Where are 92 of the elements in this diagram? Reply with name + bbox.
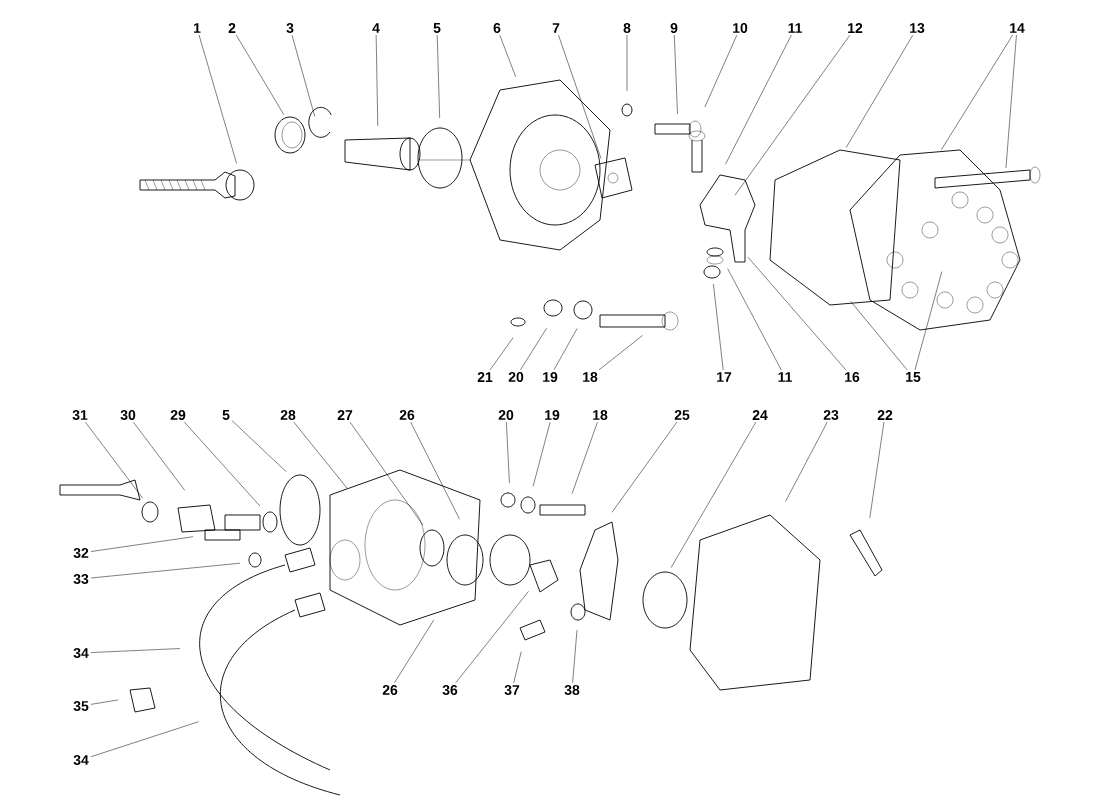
leader-line xyxy=(850,301,908,371)
callout-number: 36 xyxy=(442,685,458,695)
leader-line xyxy=(869,421,885,519)
callout-number: 24 xyxy=(752,410,768,420)
callout-number: 26 xyxy=(399,410,415,420)
leader-line xyxy=(506,421,510,484)
leader-line xyxy=(184,421,261,507)
callout-number: 27 xyxy=(337,410,353,420)
callout-number: 11 xyxy=(778,372,792,382)
callout-number: 2 xyxy=(228,23,236,33)
leader-line xyxy=(90,536,194,552)
leader-line xyxy=(410,421,460,520)
callout-number: 23 xyxy=(823,410,839,420)
leader-line xyxy=(90,699,119,705)
leader-line xyxy=(85,421,144,499)
callout-number: 34 xyxy=(73,755,89,765)
callout-number: 19 xyxy=(543,372,558,382)
callout-number: 15 xyxy=(906,372,921,382)
callout-number: 20 xyxy=(508,372,524,382)
callout-number: 30 xyxy=(120,410,136,420)
leader-line xyxy=(727,268,782,371)
leader-line xyxy=(572,629,578,684)
callout-number: 11 xyxy=(788,23,802,33)
leader-line xyxy=(489,337,514,371)
leader-line xyxy=(375,34,379,127)
callout-number: 6 xyxy=(493,23,501,33)
callout-number: 18 xyxy=(583,372,598,382)
leader-line xyxy=(611,421,678,513)
callout-number: 28 xyxy=(280,410,296,420)
callout-number: 26 xyxy=(382,685,398,695)
callout-number: 19 xyxy=(545,410,560,420)
leader-line xyxy=(90,648,181,653)
leader-line xyxy=(626,34,628,92)
leader-line xyxy=(941,34,1013,151)
callout-number: 22 xyxy=(877,410,893,420)
callout-number: 33 xyxy=(73,574,89,584)
leader-line xyxy=(293,421,348,489)
leader-line xyxy=(785,421,828,502)
callout-number: 37 xyxy=(504,685,520,695)
leader-line xyxy=(725,34,792,165)
callout-number: 32 xyxy=(73,548,89,558)
callout-number: 7 xyxy=(552,23,560,33)
leader-line xyxy=(553,328,578,371)
leader-line xyxy=(598,335,643,371)
callout-number: 35 xyxy=(73,701,89,711)
leader-line xyxy=(747,256,847,371)
leader-line xyxy=(133,421,186,491)
callout-number: 14 xyxy=(1010,23,1025,33)
callout-number: 34 xyxy=(73,648,89,658)
callout-number: 3 xyxy=(286,23,294,33)
callout-number: 5 xyxy=(433,23,441,33)
leader-line xyxy=(90,721,199,757)
callout-number: 17 xyxy=(717,372,732,382)
callout-number: 29 xyxy=(170,410,186,420)
callout-number: 38 xyxy=(564,685,580,695)
callout-number: 20 xyxy=(498,410,514,420)
leader-line xyxy=(231,420,287,472)
callout-number: 21 xyxy=(477,372,493,382)
callout-number: 13 xyxy=(910,23,925,33)
callout-number: 25 xyxy=(674,410,690,420)
leader-line xyxy=(1005,34,1017,169)
callout-number: 12 xyxy=(848,23,863,33)
leader-line xyxy=(532,421,551,487)
callout-number: 9 xyxy=(670,23,678,33)
leader-line xyxy=(734,34,851,196)
callout-number: 4 xyxy=(372,23,380,33)
leader-line xyxy=(291,34,315,117)
callout-number: 5 xyxy=(222,410,230,420)
leader-line xyxy=(558,34,602,159)
leader-line xyxy=(914,271,943,371)
callout-number: 1 xyxy=(194,23,201,33)
leader-line xyxy=(704,34,738,108)
callout-number: 8 xyxy=(623,23,631,33)
leader-line xyxy=(499,34,516,78)
leader-line xyxy=(674,34,678,115)
leader-line xyxy=(455,591,529,684)
callout-number: 10 xyxy=(733,23,748,33)
leader-line xyxy=(349,421,424,526)
leader-line xyxy=(236,34,285,115)
leader-line xyxy=(513,651,522,684)
callout-number: 31 xyxy=(72,410,88,420)
leader-line xyxy=(713,283,724,371)
leader-line xyxy=(571,421,598,494)
callout-number: 16 xyxy=(845,372,860,382)
leader-line xyxy=(520,327,547,371)
leader-line xyxy=(670,421,757,568)
callout-number: 18 xyxy=(593,410,608,420)
leader-line xyxy=(90,562,241,579)
leader-line xyxy=(845,34,913,148)
leader-line xyxy=(436,34,440,119)
leader-line xyxy=(198,34,237,164)
leader-line xyxy=(394,619,434,684)
